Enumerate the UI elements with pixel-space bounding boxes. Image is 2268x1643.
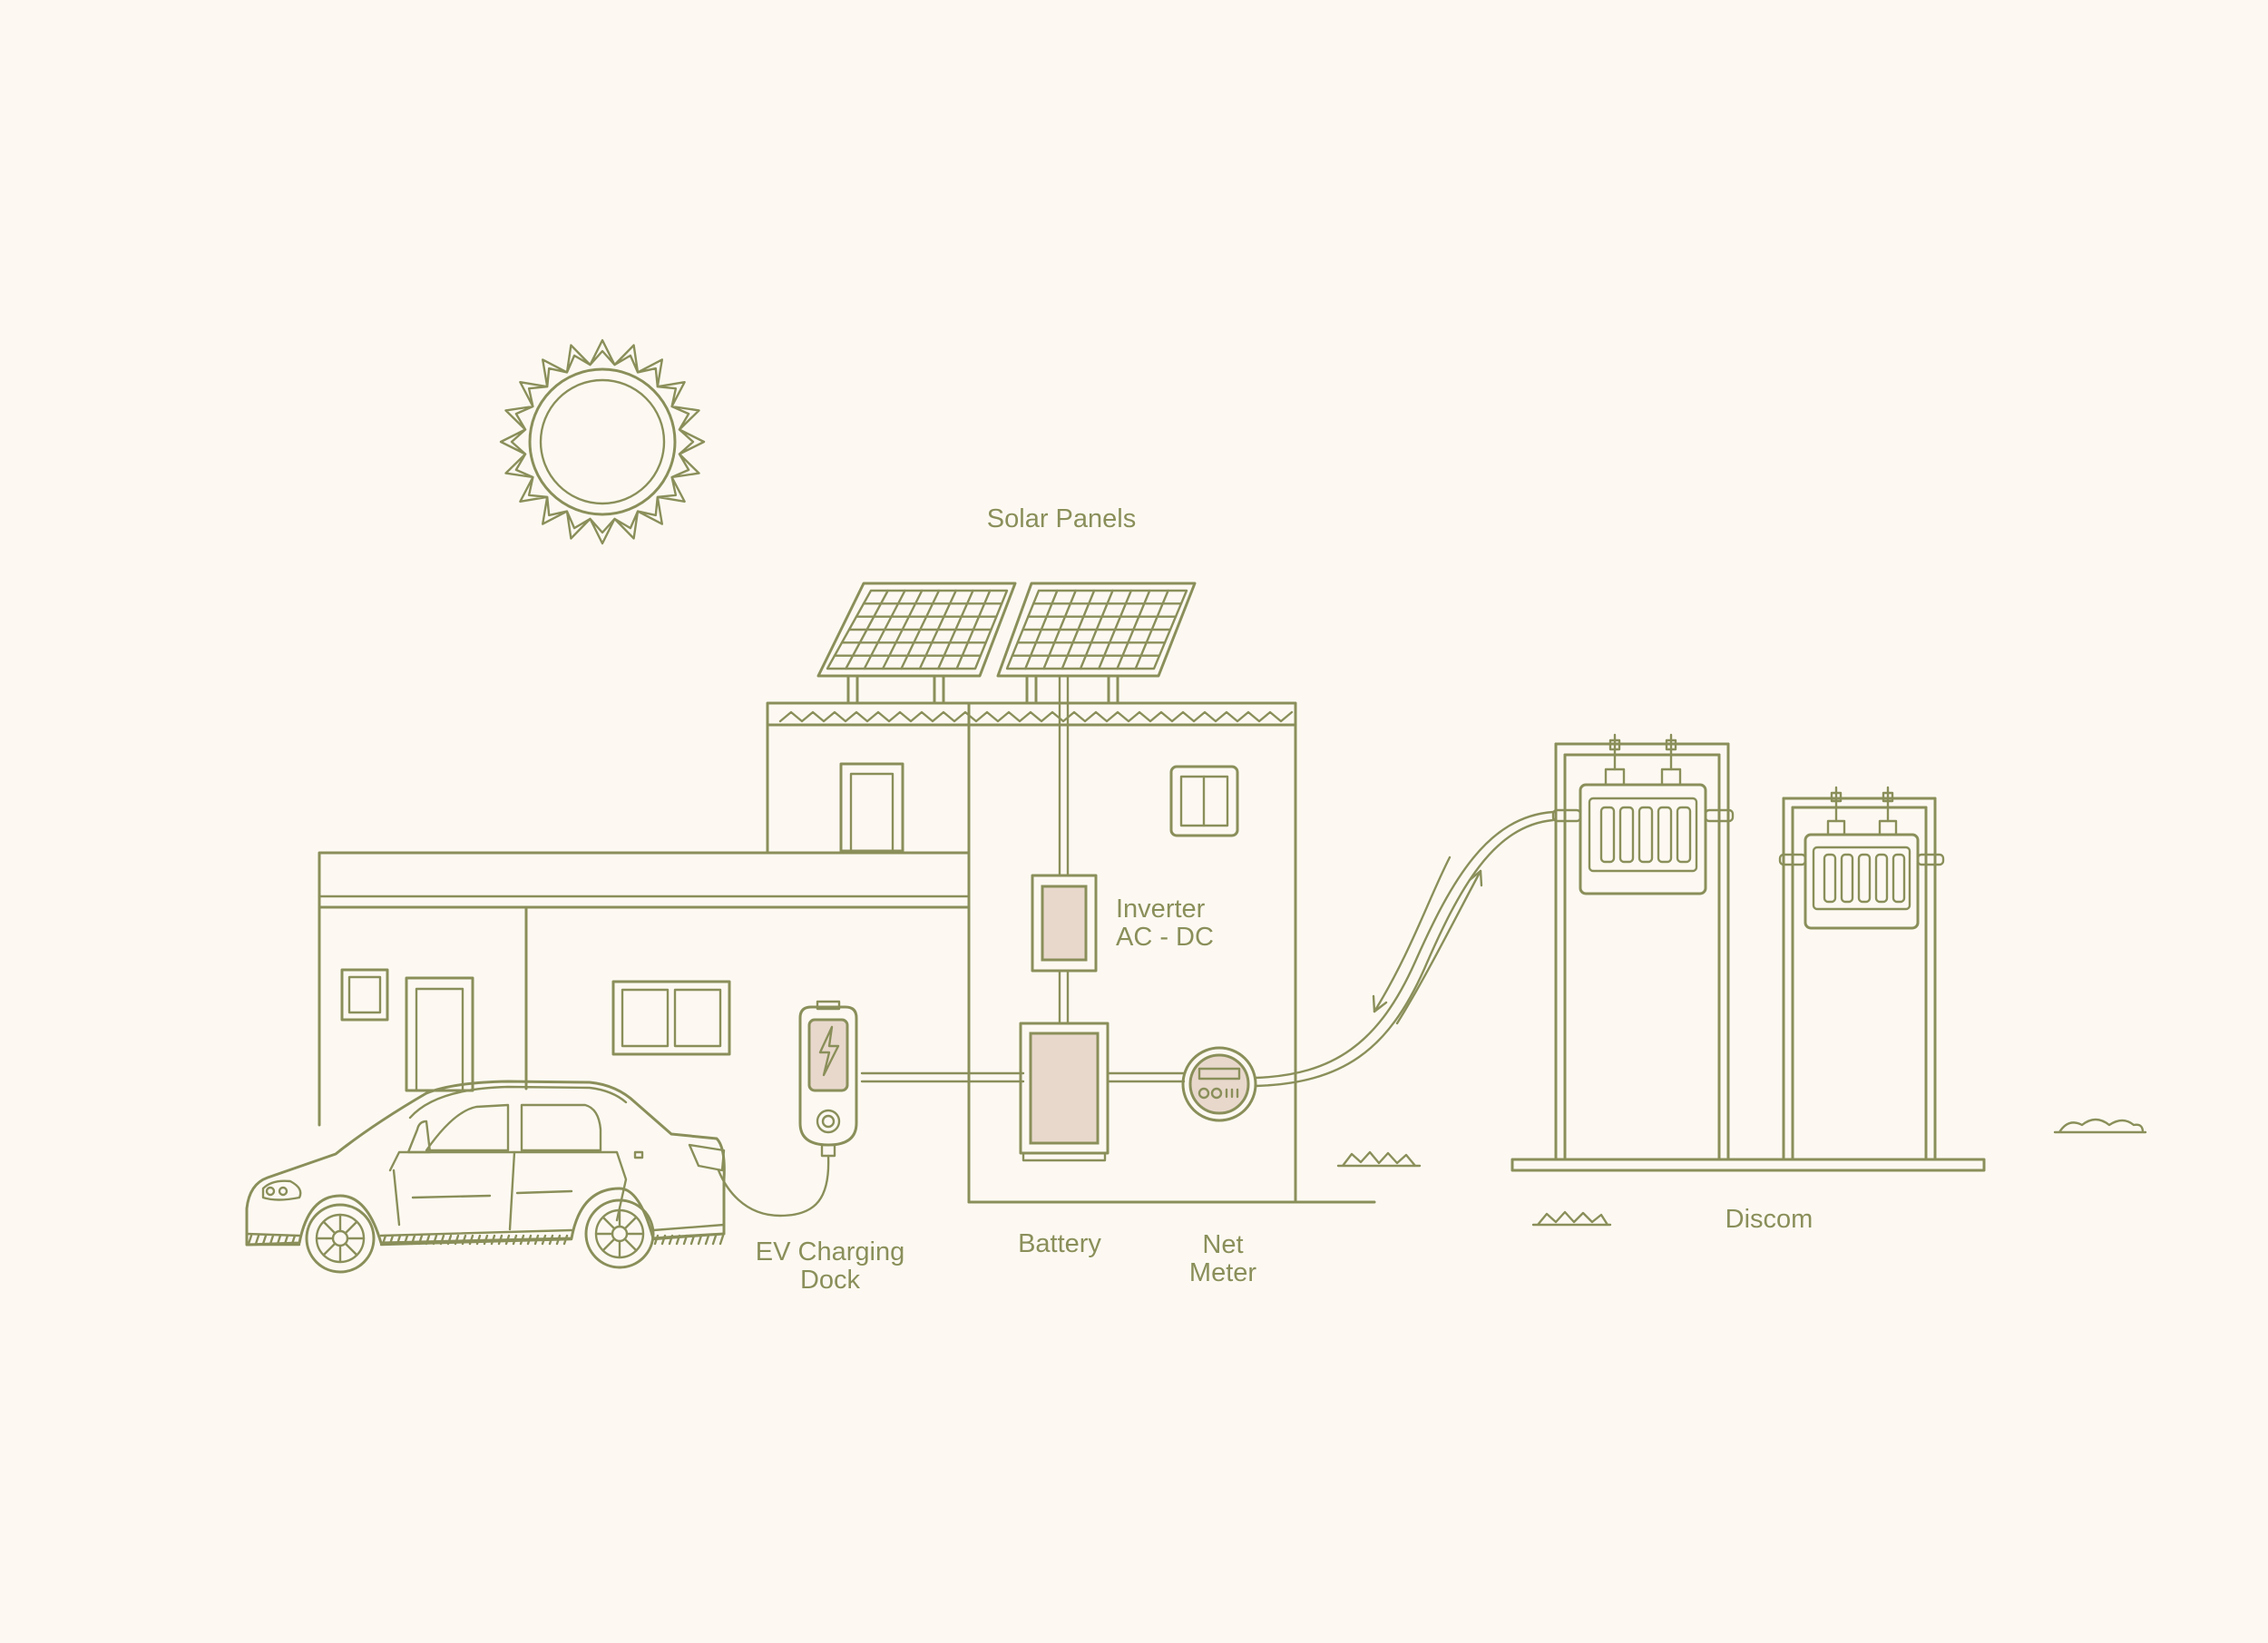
solar-panels-label: Solar Panels [986,504,1137,533]
ev-charging-dock-label: EV Charging Dock [755,1237,905,1295]
ev-charging-dock [717,1000,858,1218]
battery-label: Battery [1018,1229,1101,1258]
wiring [860,674,1555,1088]
lightning-bolt-icon [818,1025,840,1077]
grass-tufts [1336,1118,2147,1227]
net-meter-label: Net Meter [1188,1230,1257,1287]
inverter [1031,874,1098,973]
discom-transformers [1510,733,1986,1172]
electric-car [245,1080,726,1274]
house [318,701,1376,1204]
discom-label: Discom [1725,1205,1813,1234]
net-meter [1181,1046,1257,1122]
battery [1019,1022,1110,1162]
inverter-label: Inverter AC - DC [1116,895,1214,952]
solar-panels [816,582,1197,705]
sun-icon [499,338,706,545]
